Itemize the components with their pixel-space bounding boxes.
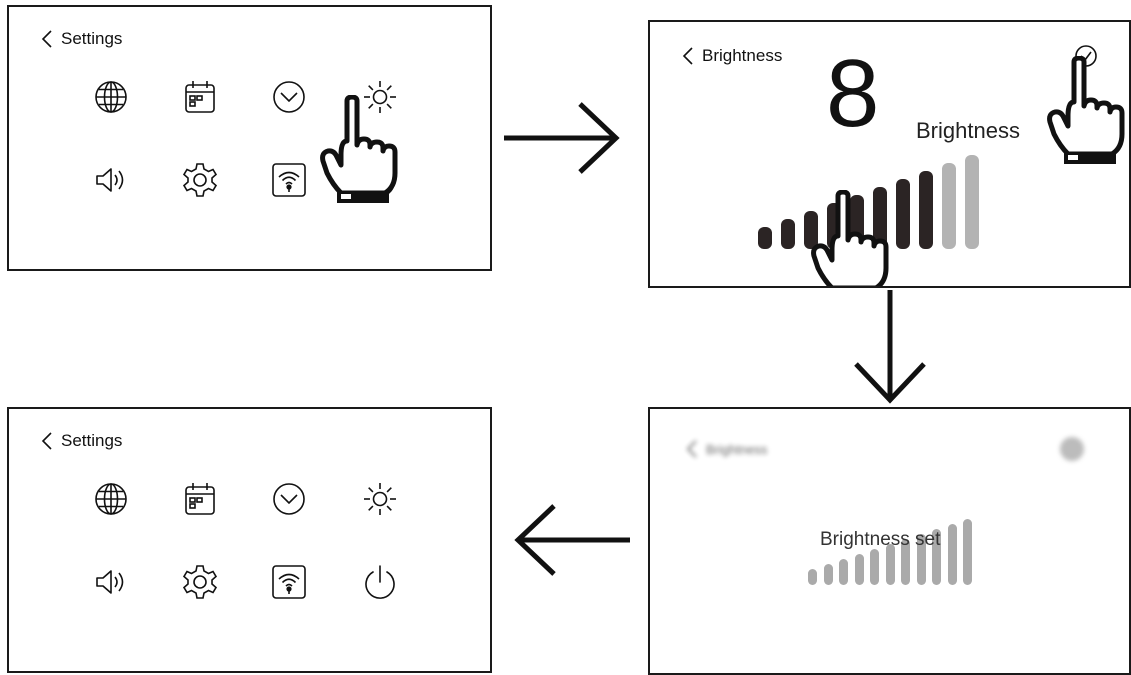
brightness-back-button: Brightness <box>686 439 767 459</box>
arrow-down-icon <box>854 290 926 404</box>
brightness-bar-faded <box>854 554 864 585</box>
chevron-left-icon <box>686 439 698 459</box>
settings-screen-panel: Settings <box>7 5 492 271</box>
calendar-icon[interactable] <box>180 479 220 519</box>
brightness-value: 8 <box>826 40 880 147</box>
brightness-bar-faded <box>947 524 957 585</box>
brightness-title: Brightness <box>706 441 768 457</box>
brightness-bar-faded <box>885 544 895 585</box>
brightness-bar-faded <box>839 559 848 585</box>
brightness-bar[interactable] <box>919 171 933 249</box>
arrow-right-icon <box>504 102 620 174</box>
settings-title: Settings <box>61 29 123 48</box>
brightness-bar-faded <box>808 569 817 585</box>
tap-hand-icon <box>319 95 399 205</box>
clock-icon[interactable] <box>269 479 309 519</box>
brightness-title: Brightness <box>702 46 783 65</box>
brightness-bar-faded <box>870 549 879 585</box>
brightness-label: Brightness <box>916 118 1020 143</box>
settings-back-button[interactable]: Settings <box>41 29 122 49</box>
settings-title: Settings <box>61 431 123 450</box>
brightness-set-panel: Brightness Brightness set <box>648 407 1131 675</box>
brightness-bar[interactable] <box>965 155 979 249</box>
wifi-icon[interactable] <box>269 160 309 200</box>
wifi-icon[interactable] <box>269 562 309 602</box>
globe-icon[interactable] <box>91 77 131 117</box>
globe-icon[interactable] <box>91 479 131 519</box>
speaker-icon[interactable] <box>91 562 131 602</box>
brightness-bar-faded <box>901 539 910 585</box>
brightness-bar-faded <box>963 519 972 585</box>
chevron-left-icon <box>682 46 694 66</box>
chevron-left-icon <box>41 431 53 451</box>
brightness-bar[interactable] <box>781 219 795 249</box>
drag-hand-icon <box>810 190 890 288</box>
speaker-icon[interactable] <box>91 160 131 200</box>
brightness-icon[interactable] <box>360 479 400 519</box>
brightness-screen-panel: Brightness 8 Brightness <box>648 20 1131 288</box>
brightness-bar[interactable] <box>873 187 887 249</box>
tap-hand-icon <box>1046 56 1126 166</box>
brightness-bar[interactable] <box>758 227 772 249</box>
power-icon[interactable] <box>360 562 400 602</box>
arrow-left-icon <box>514 504 630 576</box>
brightness-bar[interactable] <box>804 211 818 249</box>
settings-screen-final-panel: Settings <box>7 407 492 673</box>
confirm-check-icon <box>1060 437 1084 461</box>
calendar-icon[interactable] <box>180 77 220 117</box>
clock-icon[interactable] <box>269 77 309 117</box>
brightness-bar[interactable] <box>896 179 910 249</box>
brightness-bar[interactable] <box>942 163 956 249</box>
gear-icon[interactable] <box>180 160 220 200</box>
brightness-bar-faded <box>823 564 833 585</box>
brightness-bar-faded <box>916 534 926 585</box>
chevron-left-icon <box>41 29 53 49</box>
brightness-back-button[interactable]: Brightness <box>682 46 782 66</box>
brightness-bar-faded <box>932 529 941 585</box>
brightness-set-message: Brightness set <box>820 529 941 550</box>
gear-icon[interactable] <box>180 562 220 602</box>
settings-back-button[interactable]: Settings <box>41 431 122 451</box>
